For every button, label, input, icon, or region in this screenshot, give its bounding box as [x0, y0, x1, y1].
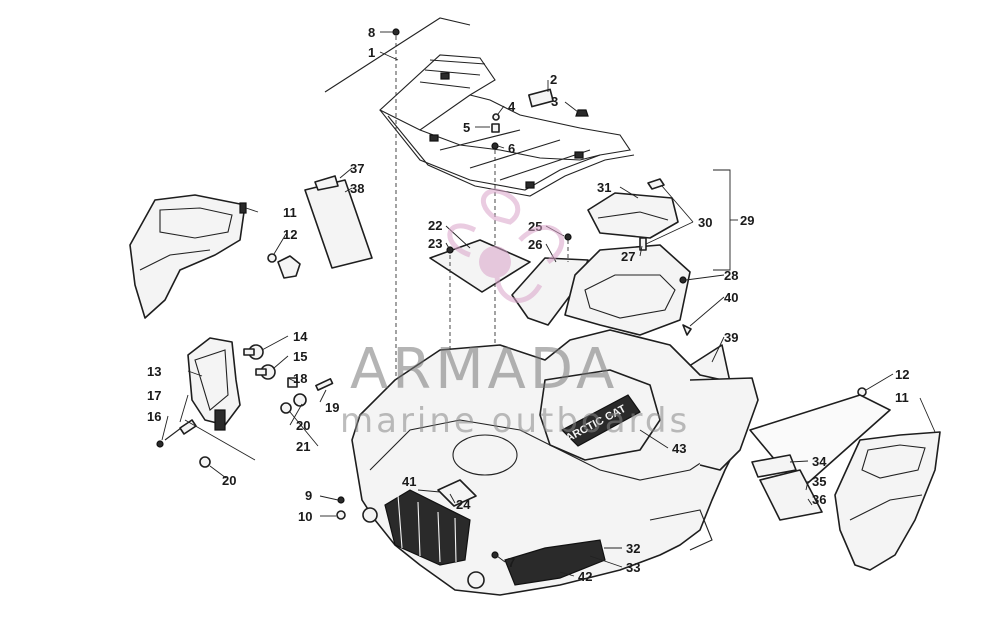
- callout-16: 16: [147, 409, 161, 424]
- callout-5: 5: [463, 120, 470, 135]
- callout-14: 14: [293, 329, 308, 344]
- watermark-brand: ARMADA: [350, 337, 618, 402]
- callout-41: 41: [402, 474, 416, 489]
- callout-17: 17: [147, 388, 161, 403]
- callout-22: 22: [428, 218, 442, 233]
- callout-31: 31: [597, 180, 611, 195]
- watermark-tagline: marine outboards: [340, 401, 690, 441]
- callout-23: 23: [428, 236, 442, 251]
- callout-28: 28: [724, 268, 738, 283]
- callout-42: 42: [578, 569, 592, 584]
- storage-box: [564, 178, 692, 336]
- callout-15: 15: [293, 349, 307, 364]
- front-rack: [324, 17, 635, 197]
- callout-12-right: 12: [895, 367, 909, 382]
- callout-9: 9: [305, 488, 312, 503]
- watermark: ARMADA marine outboards: [340, 188, 690, 441]
- callout-13: 13: [147, 364, 161, 379]
- callout-3: 3: [551, 94, 558, 109]
- callout-labels: 8 1 2 3 4 5 6 11 12 37 38 14 15 18 19 20…: [147, 25, 909, 584]
- left-side-panel: [129, 194, 301, 319]
- callout-8: 8: [368, 25, 375, 40]
- callout-20-upper: 20: [296, 418, 310, 433]
- headlight-assembly: [156, 337, 334, 468]
- callout-35: 35: [812, 474, 826, 489]
- callout-7: 7: [508, 555, 515, 570]
- callout-20-lower: 20: [222, 473, 236, 488]
- callout-1: 1: [368, 45, 375, 60]
- callout-18: 18: [293, 371, 307, 386]
- callout-4: 4: [508, 99, 516, 114]
- watermark-logo: [447, 188, 565, 303]
- callout-38: 38: [350, 181, 364, 196]
- callout-43: 43: [672, 441, 686, 456]
- callout-26: 26: [528, 237, 542, 252]
- callout-34: 34: [812, 454, 827, 469]
- callout-33: 33: [626, 560, 640, 575]
- callout-27: 27: [621, 249, 635, 264]
- decal-left: [304, 175, 373, 269]
- callout-37: 37: [350, 161, 364, 176]
- callout-29: 29: [740, 213, 754, 228]
- callout-12-left: 12: [283, 227, 297, 242]
- callout-40: 40: [724, 290, 738, 305]
- callout-2: 2: [550, 72, 557, 87]
- callout-24: 24: [456, 497, 471, 512]
- callout-36: 36: [812, 492, 826, 507]
- callout-11-left: 11: [283, 205, 297, 220]
- rack-hardware: [392, 28, 589, 500]
- callout-6: 6: [508, 141, 515, 156]
- callout-39: 39: [724, 330, 738, 345]
- callout-11-right: 11: [895, 390, 909, 405]
- callout-30: 30: [698, 215, 712, 230]
- callout-10: 10: [298, 509, 312, 524]
- callout-21: 21: [296, 439, 310, 454]
- right-side-panel: [749, 387, 941, 571]
- callout-19: 19: [325, 400, 339, 415]
- callout-32: 32: [626, 541, 640, 556]
- front-body: [336, 329, 759, 596]
